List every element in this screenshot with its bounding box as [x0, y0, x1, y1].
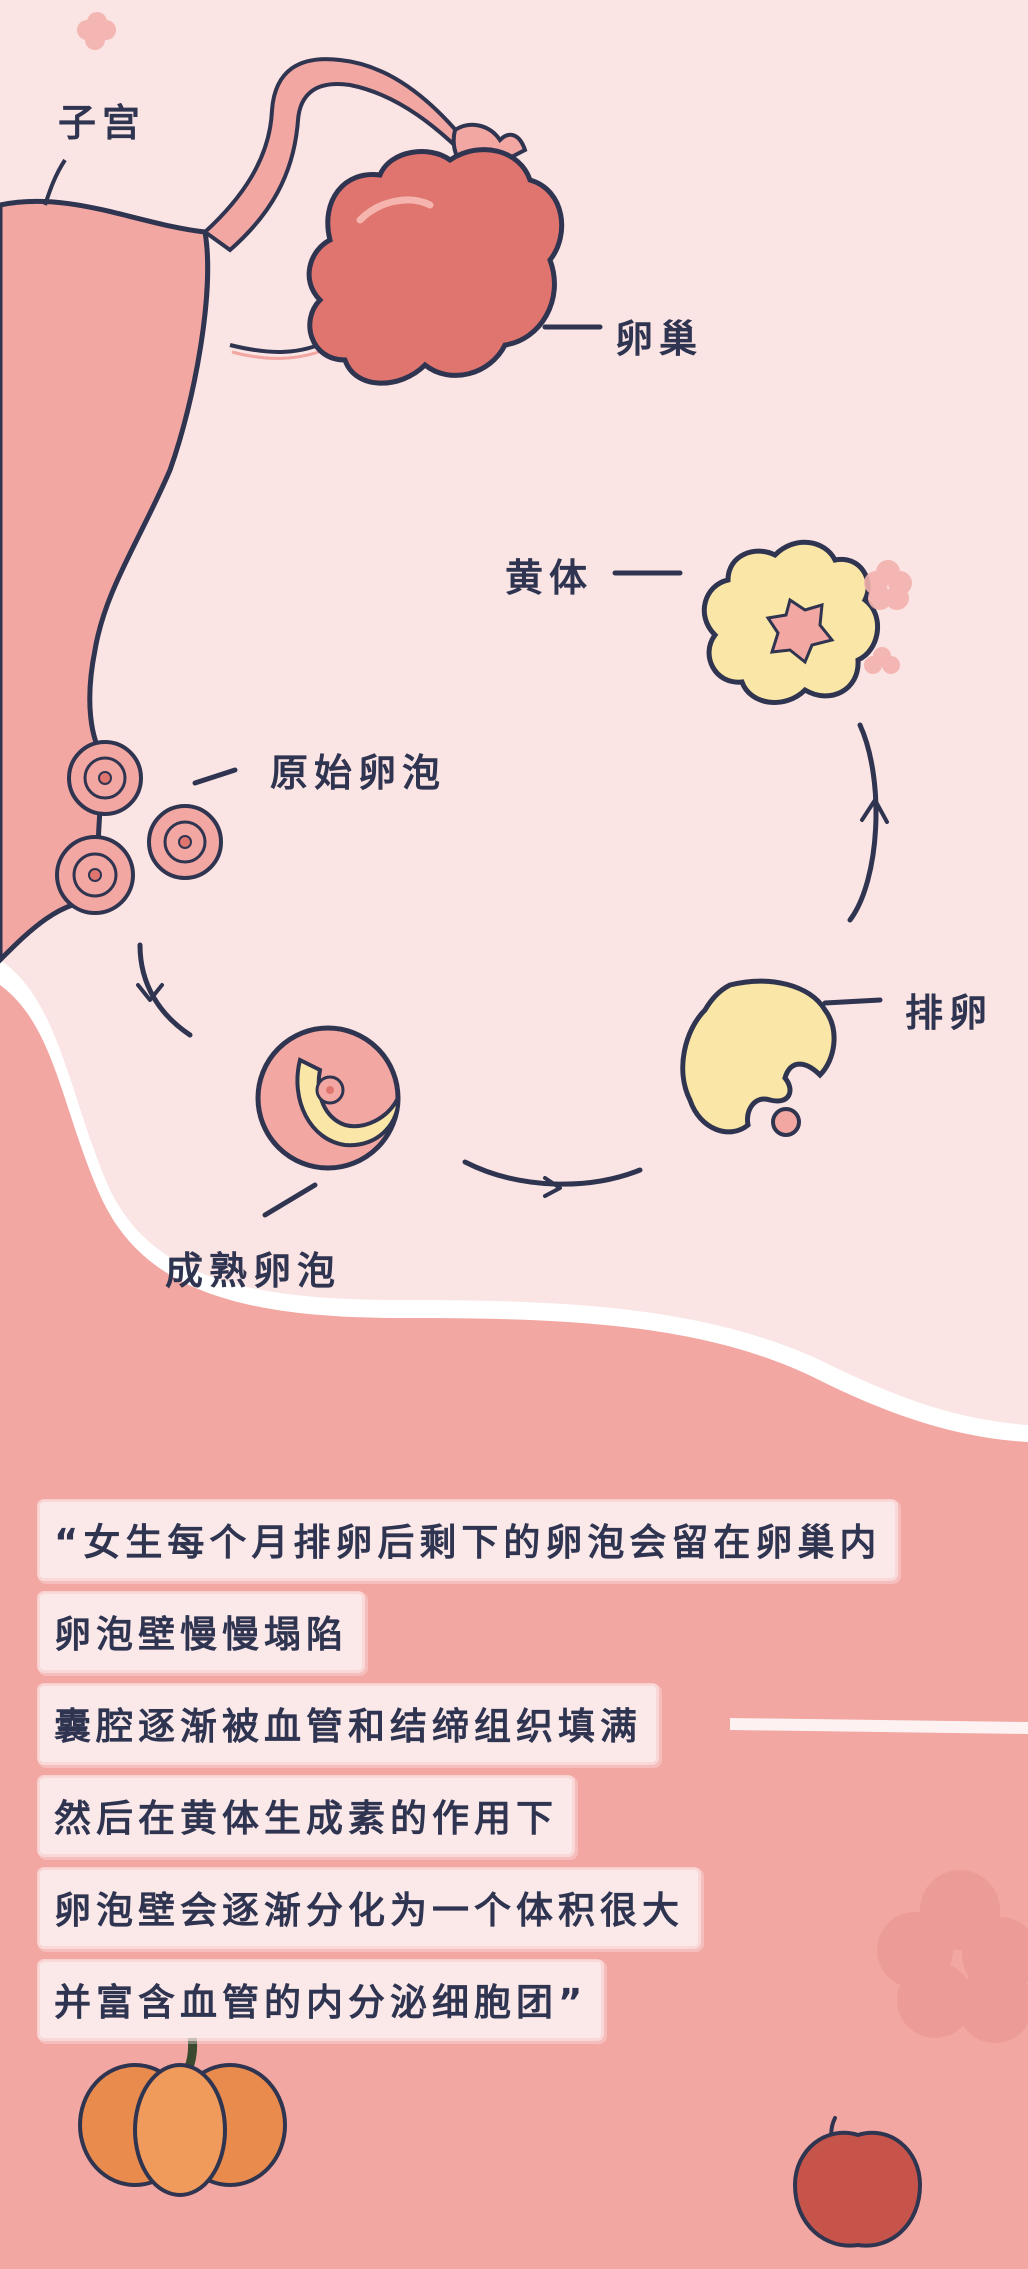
decor-flower — [77, 12, 912, 674]
caption-line: 卵泡壁慢慢塌陷 — [40, 1594, 362, 1670]
label-corpus-luteum: 黄体 — [505, 556, 594, 600]
label-ovary: 卵巢 — [615, 317, 704, 361]
caption-line: 然后在黄体生成素的作用下 — [40, 1778, 572, 1854]
label-mature-follicle: 成熟卵泡 — [165, 1249, 342, 1293]
label-primordial-follicle: 原始卵泡 — [270, 751, 447, 795]
ovary-shape — [306, 147, 565, 386]
pumpkin-icon — [78, 2020, 287, 2197]
mature-follicle — [255, 1025, 401, 1171]
caption-block: “女生每个月排卵后剩下的卵泡会留在卵巢内 卵泡壁慢慢塌陷 囊腔逐渐被血管和结缔组… — [40, 1502, 1020, 2054]
caption-line: 卵泡壁会逐渐分化为一个体积很大 — [40, 1870, 698, 1946]
caption-line: 并富含血管的内分泌细胞团” — [40, 1962, 602, 2038]
caption-line: 囊腔逐渐被血管和结缔组织填满 — [40, 1686, 656, 1762]
label-ovulation: 排卵 — [905, 991, 994, 1035]
label-uterus: 子宫 — [58, 101, 147, 145]
primordial-follicles — [55, 740, 223, 915]
ovulation-follicle — [680, 978, 837, 1137]
apple-icon — [792, 2116, 923, 2248]
caption-line: “女生每个月排卵后剩下的卵泡会留在卵巢内 — [40, 1502, 896, 1578]
corpus-luteum — [701, 539, 881, 705]
decor-flower-large — [877, 1870, 1028, 2043]
